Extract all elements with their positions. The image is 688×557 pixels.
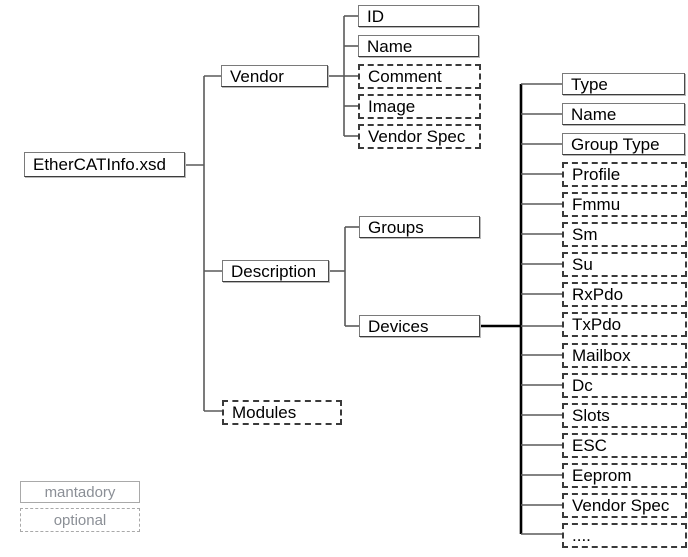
node-label: Groups [368,217,424,237]
node-label: Image [368,97,416,116]
node-label: Description [231,261,317,281]
node-device-profile[interactable]: Profile [562,162,687,187]
node-vendor-comment[interactable]: Comment [358,64,481,89]
node-label: Type [571,74,608,94]
node-label: Slots [572,406,610,425]
node-vendor-name[interactable]: Name [358,35,479,57]
node-device-type[interactable]: Type [562,73,685,95]
node-device-fmmu[interactable]: Fmmu [562,192,687,217]
node-device-sm[interactable]: Sm [562,222,687,247]
node-label: Su [572,255,593,274]
node-device-mailbox[interactable]: Mailbox [562,343,687,368]
node-device-eeprom[interactable]: Eeprom [562,463,687,488]
node-label: Devices [368,316,429,336]
node-label: Profile [572,165,621,184]
node-device-more[interactable]: .... [562,523,687,548]
node-device-su[interactable]: Su [562,252,687,277]
node-ethercatinfo-xsd[interactable]: EtherCATInfo.xsd [24,152,185,177]
node-vendor-vendor-spec[interactable]: Vendor Spec [358,124,481,149]
legend-label: mantadory [44,483,116,501]
legend-optional: optional [20,508,140,532]
node-device-slots[interactable]: Slots [562,403,687,428]
node-vendor-image[interactable]: Image [358,94,481,119]
node-label: EtherCATInfo.xsd [33,155,166,174]
node-vendor-id[interactable]: ID [358,5,479,27]
node-label: TxPdo [572,315,622,334]
node-label: Modules [232,403,297,422]
node-label: Vendor [230,66,284,86]
node-label: Vendor Spec [572,496,670,515]
node-label: Name [571,104,617,124]
node-label: ESC [572,436,607,455]
node-label: Eeprom [572,466,632,485]
node-label: Fmmu [572,195,621,214]
node-device-esc[interactable]: ESC [562,433,687,458]
node-label: Dc [572,376,593,395]
node-vendor[interactable]: Vendor [221,65,328,87]
node-device-group-type[interactable]: Group Type [562,133,685,155]
legend-label: optional [53,511,107,529]
node-groups[interactable]: Groups [359,216,480,238]
node-device-dc[interactable]: Dc [562,373,687,398]
node-devices[interactable]: Devices [359,315,480,337]
node-device-vendor-spec[interactable]: Vendor Spec [562,493,687,518]
node-device-rxpdo[interactable]: RxPdo [562,282,687,307]
node-label: Sm [572,225,598,244]
node-label: RxPdo [572,285,624,304]
node-label: Comment [368,67,442,86]
legend-mandatory: mantadory [20,481,140,503]
node-label: ID [367,6,384,26]
node-description[interactable]: Description [222,260,329,282]
node-device-name[interactable]: Name [562,103,685,125]
node-device-txpdo[interactable]: TxPdo [562,312,687,337]
node-label: .... [572,526,591,545]
node-label: Mailbox [572,346,631,365]
node-label: Group Type [571,134,660,154]
node-label: Vendor Spec [368,127,466,146]
node-label: Name [367,36,413,56]
node-modules[interactable]: Modules [222,400,342,425]
